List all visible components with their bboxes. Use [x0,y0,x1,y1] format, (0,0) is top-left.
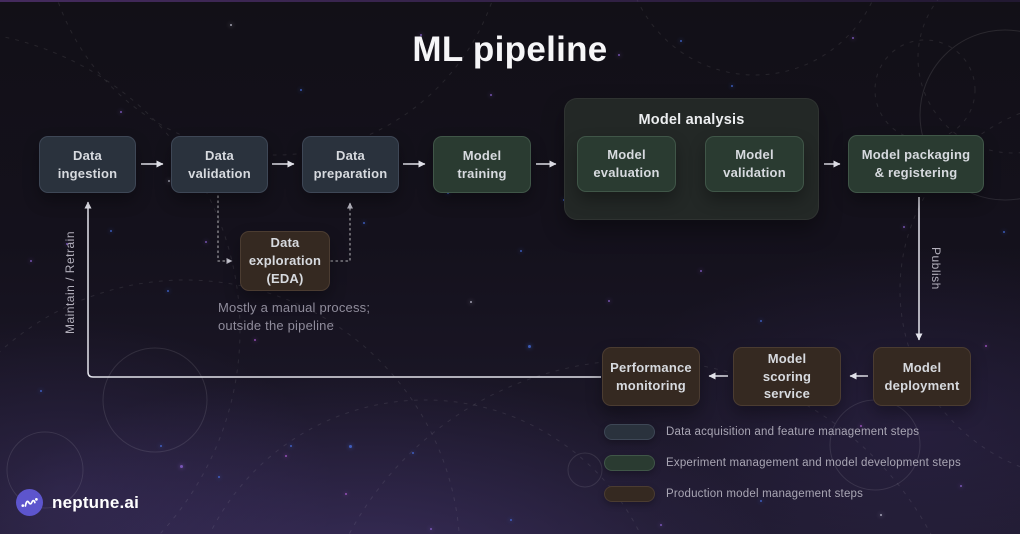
star-dot [167,290,169,292]
star-dot [520,250,522,252]
star-dot [880,514,882,516]
legend-swatch-production [604,486,655,502]
star-dot [510,519,512,521]
publish-label: Publish [929,247,943,290]
star-dot [110,230,112,232]
node-data-validation: Data validation [171,136,268,193]
star-dot [218,476,220,478]
star-dot [290,445,292,447]
legend-item-production: Production model management steps [604,486,961,502]
brand: neptune.ai [16,489,139,516]
star-dot [205,241,207,243]
star-dot [430,528,432,530]
star-dot [300,89,302,91]
dashed-arrow-validation-to-eda [217,195,233,264]
star-dot [852,37,854,39]
star-dot [1003,231,1005,233]
star-dot [608,300,610,302]
star-dot [168,180,170,182]
star-dot [860,425,862,427]
node-model-packaging-registering: Model packaging & registering [848,135,984,193]
star-dot [680,40,682,42]
legend-label: Experiment management and model developm… [666,457,961,469]
node-model-deployment: Model deployment [873,347,971,406]
star-dot [731,85,733,87]
star-dot [420,34,422,36]
star-dot [412,452,414,454]
star-dot [66,243,68,245]
group-model-analysis-title: Model analysis [638,112,745,128]
legend-swatch-data [604,424,655,440]
star-dot [349,445,352,448]
node-data-preparation: Data preparation [302,136,399,193]
node-performance-monitoring: Performance monitoring [602,347,700,406]
node-data-ingestion: Data ingestion [39,136,136,193]
legend-item-experiment: Experiment management and model developm… [604,455,961,471]
star-dot [760,320,762,322]
star-dot [160,445,162,447]
node-model-scoring-service: Model scoring service [733,347,841,406]
brand-name: neptune.ai [52,492,140,512]
star-dot [30,260,32,262]
legend-label: Data acquisition and feature management … [666,426,920,438]
legend-swatch-experiment [604,455,655,471]
arrow-maintain-retrain [84,201,601,378]
legend: Data acquisition and feature management … [604,424,961,517]
legend-label: Production model management steps [666,488,864,500]
star-dot [985,345,987,347]
star-dot [760,500,762,502]
star-dot [345,493,347,495]
dashed-arrow-eda-to-preparation [330,202,353,262]
star-dot [285,455,287,457]
node-model-evaluation: Model evaluation [577,136,676,192]
star-dot [254,339,256,341]
node-model-training: Model training [433,136,531,193]
star-dot [660,524,662,526]
star-dot [490,94,492,96]
maintain-retrain-label: Maintain / Retrain [63,231,77,335]
page-title: ML pipeline [412,30,608,69]
star-dot [447,192,449,194]
legend-item-data: Data acquisition and feature management … [604,424,961,440]
neptune-logo-icon [16,489,43,516]
star-dot [960,485,962,487]
eda-note: Mostly a manual process; outside the pip… [218,300,371,334]
node-data-exploration-eda: Data exploration (EDA) [240,231,330,291]
star-dot [470,301,472,303]
top-edge-glow [0,0,1020,2]
star-dot [120,111,122,113]
star-dot [230,24,232,26]
star-dot [40,390,42,392]
star-dot [618,54,620,56]
star-dot [700,270,702,272]
star-dot [528,345,531,348]
star-dot [180,465,183,468]
star-dot [363,222,365,224]
star-dot [903,226,905,228]
node-model-validation: Model validation [705,136,804,192]
